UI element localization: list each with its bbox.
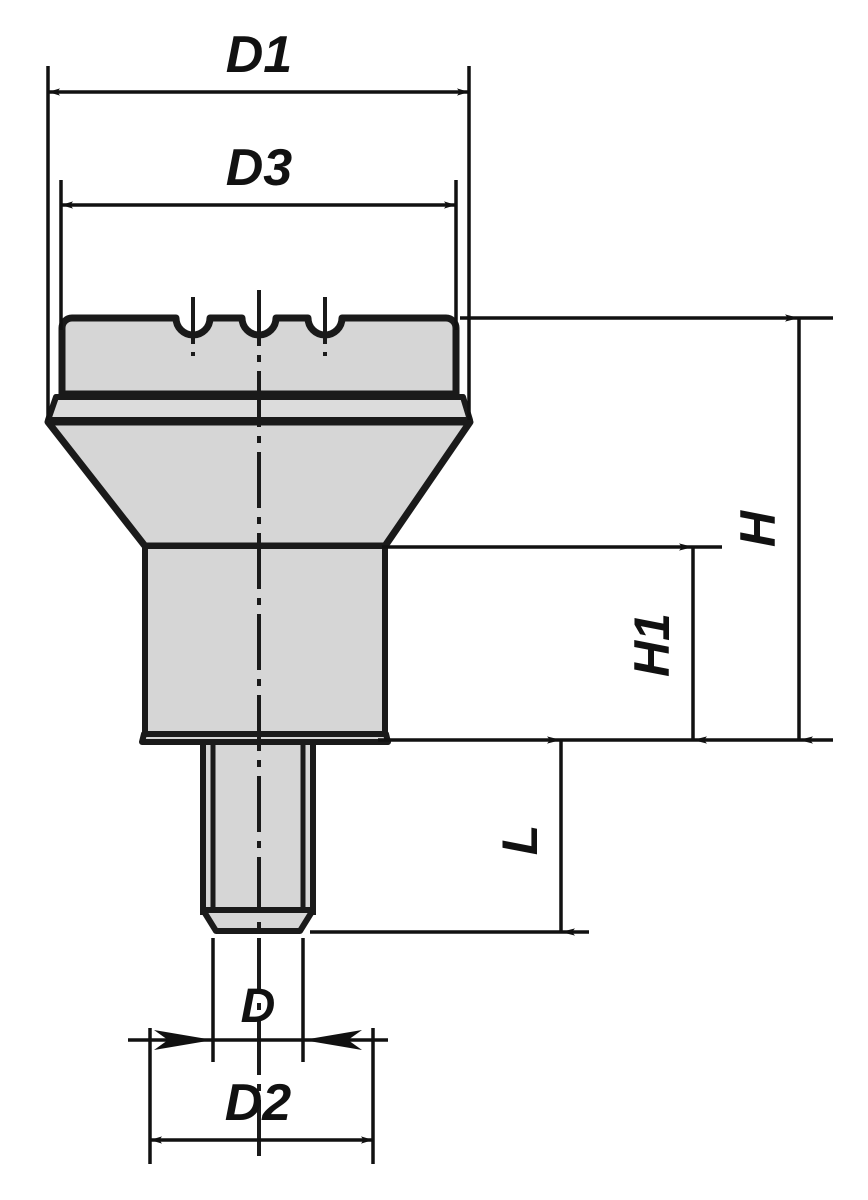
dim-label-d1: D1 [226,26,292,84]
dimarrow-d-right [303,1030,362,1050]
dimension-lines-group [48,88,813,1144]
stud-chamfer-tip-shape [200,907,316,934]
dim-label-l: L [492,825,548,856]
cylindrical-body-shape [142,543,388,739]
dim-label-d2: D2 [225,1074,292,1132]
notch-center-ticks [191,297,327,356]
dim-label-h1: H1 [624,613,680,677]
dim-label-d: D [241,980,276,1033]
dim-label-h: H [730,510,786,547]
dimarrow-d-left [154,1030,213,1050]
dim-label-d3: D3 [226,139,293,197]
dimension-labels-group: D1 D3 D D2 H H1 L [225,26,786,1132]
